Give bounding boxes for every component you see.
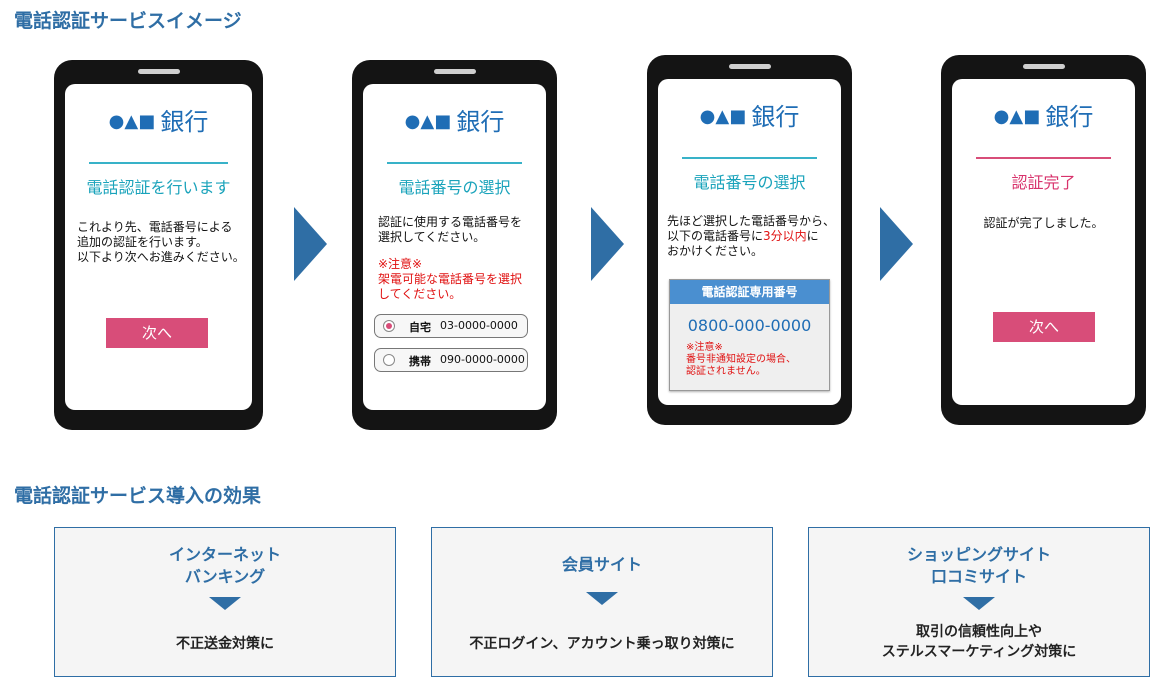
next-button[interactable]: 次へ: [993, 312, 1095, 342]
down-triangle-icon: [209, 597, 241, 610]
screen-title: 電話番号の選択: [398, 178, 511, 197]
effect-title-line: バンキング: [184, 567, 266, 586]
title-divider: [387, 162, 522, 164]
message-line: 認証に使用する電話番号を: [378, 215, 523, 229]
option-label: 携帯: [409, 355, 431, 368]
auth-number-header: 電話認証専用番号: [670, 280, 829, 304]
screen-message: 先ほど選択した電話番号から、 以下の電話番号に3分以内に おかけください。: [667, 214, 835, 259]
bank-logo: ●▲■ 銀行: [363, 102, 546, 137]
effect-box-member-site: 会員サイト 不正ログイン、アカウント乗っ取り対策に: [431, 527, 773, 677]
effect-title: インターネット バンキング: [55, 544, 395, 588]
phone-display: ●▲■ 銀行 電話認証を行います これより先、電話番号による 追加の認証を行いま…: [65, 84, 252, 410]
message-line: 以下より次へお進みください。: [77, 250, 245, 264]
flow-arrow-icon: [591, 207, 624, 281]
radio-unselected-icon[interactable]: [383, 354, 395, 366]
logo-symbols: ●▲■: [993, 106, 1041, 127]
message-line: 先ほど選択した電話番号から、: [667, 214, 836, 228]
message-line: おかけください。: [667, 244, 764, 258]
message-line: 追加の認証を行います。: [77, 235, 208, 249]
message-text: に: [806, 229, 819, 243]
effect-title: ショッピングサイト 口コミサイト: [809, 544, 1149, 588]
bank-logo: ●▲■ 銀行: [952, 97, 1135, 132]
effect-title-line: ショッピングサイト: [906, 545, 1051, 564]
effect-box-internet-banking: インターネット バンキング 不正送金対策に: [54, 527, 396, 677]
logo-name: 銀行: [456, 108, 505, 136]
phone-screen-4: ●▲■ 銀行 認証完了 認証が完了しました。 次へ: [941, 55, 1146, 425]
effect-description: 不正送金対策に: [176, 636, 274, 652]
logo-symbols: ●▲■: [108, 111, 156, 132]
bank-logo: ●▲■ 銀行: [658, 97, 841, 132]
title-divider: [682, 157, 817, 159]
option-number: 03-0000-0000: [440, 319, 518, 332]
effect-title: 会員サイト: [561, 555, 642, 574]
title-divider: [976, 157, 1111, 159]
logo-symbols: ●▲■: [404, 111, 452, 132]
screen-title: 電話番号の選択: [693, 173, 806, 192]
phone-option-mobile[interactable]: 携帯 090-0000-0000: [374, 348, 528, 372]
radio-selected-icon[interactable]: [383, 320, 395, 332]
phone-display: ●▲■ 銀行 認証完了 認証が完了しました。 次へ: [952, 79, 1135, 405]
time-limit-highlight: 3分以内: [763, 229, 807, 243]
note-line: 架電可能な電話番号を選択: [378, 272, 523, 286]
note-line: 認証されません。: [686, 366, 766, 377]
effect-title-line: 口コミサイト: [930, 567, 1027, 586]
logo-symbols: ●▲■: [699, 106, 747, 127]
note-line: ※注意※: [686, 342, 723, 353]
section-heading-effects: 電話認証サービス導入の効果: [14, 485, 262, 507]
flow-arrow-icon: [294, 207, 327, 281]
note-line: ※注意※: [378, 257, 423, 271]
bank-logo: ●▲■ 銀行: [65, 102, 252, 137]
message-line: 選択してください。: [378, 230, 486, 244]
phone-screen-2: ●▲■ 銀行 電話番号の選択 認証に使用する電話番号を 選択してください。 ※注…: [352, 60, 557, 430]
effect-box-shopping-review: ショッピングサイト 口コミサイト 取引の信頼性向上や ステルスマーケティング対策…: [808, 527, 1150, 677]
screen-title: 電話認証を行います: [86, 178, 231, 197]
down-triangle-icon: [963, 597, 995, 610]
logo-name: 銀行: [1045, 103, 1094, 131]
down-triangle-icon: [586, 592, 618, 605]
auth-number-note: ※注意※ 番号非通知設定の場合、 認証されません。: [686, 342, 796, 378]
option-label: 自宅: [409, 321, 431, 334]
auth-phone-number[interactable]: 0800-000-0000: [687, 316, 812, 335]
next-button[interactable]: 次へ: [106, 318, 208, 348]
option-number: 090-0000-0000: [440, 353, 525, 366]
phone-speaker: [1022, 64, 1065, 69]
logo-name: 銀行: [160, 108, 209, 136]
phone-screen-1: ●▲■ 銀行 電話認証を行います これより先、電話番号による 追加の認証を行いま…: [54, 60, 263, 430]
title-divider: [89, 162, 228, 164]
screen-message: 認証が完了しました。: [983, 216, 1104, 230]
message-line: これより先、電話番号による: [77, 220, 233, 234]
message-text: 以下の電話番号に: [667, 229, 764, 243]
screen-title: 認証完了: [1011, 173, 1076, 192]
effect-description-line: ステルスマーケティング対策に: [881, 644, 1077, 660]
note-line: 番号非通知設定の場合、: [686, 354, 796, 365]
phone-display: ●▲■ 銀行 電話番号の選択 認証に使用する電話番号を 選択してください。 ※注…: [363, 84, 546, 410]
auth-number-box: 電話認証専用番号 0800-000-0000 ※注意※ 番号非通知設定の場合、 …: [669, 279, 830, 391]
flow-arrow-icon: [880, 207, 913, 281]
logo-name: 銀行: [751, 103, 800, 131]
phone-speaker: [137, 69, 180, 74]
note-line: してください。: [378, 287, 462, 301]
phone-screen-3: ●▲■ 銀行 電話番号の選択 先ほど選択した電話番号から、 以下の電話番号に3分…: [647, 55, 852, 425]
phone-speaker: [728, 64, 771, 69]
caution-note: ※注意※ 架電可能な電話番号を選択 してください。: [378, 257, 522, 302]
screen-message: 認証に使用する電話番号を 選択してください。: [378, 215, 522, 245]
message-line: 以下の電話番号に3分以内に: [667, 229, 835, 244]
effect-description: 不正ログイン、アカウント乗っ取り対策に: [469, 636, 735, 652]
effect-title-line: インターネット: [168, 545, 281, 564]
screen-message: これより先、電話番号による 追加の認証を行います。 以下より次へお進みください。: [77, 220, 245, 265]
effect-description-line: 取引の信頼性向上や: [916, 624, 1042, 640]
phone-option-home[interactable]: 自宅 03-0000-0000: [374, 314, 528, 338]
phone-display: ●▲■ 銀行 電話番号の選択 先ほど選択した電話番号から、 以下の電話番号に3分…: [658, 79, 841, 405]
section-heading-image: 電話認証サービスイメージ: [14, 10, 242, 32]
effect-description: 取引の信頼性向上や ステルスマーケティング対策に: [809, 622, 1149, 662]
phone-speaker: [433, 69, 476, 74]
